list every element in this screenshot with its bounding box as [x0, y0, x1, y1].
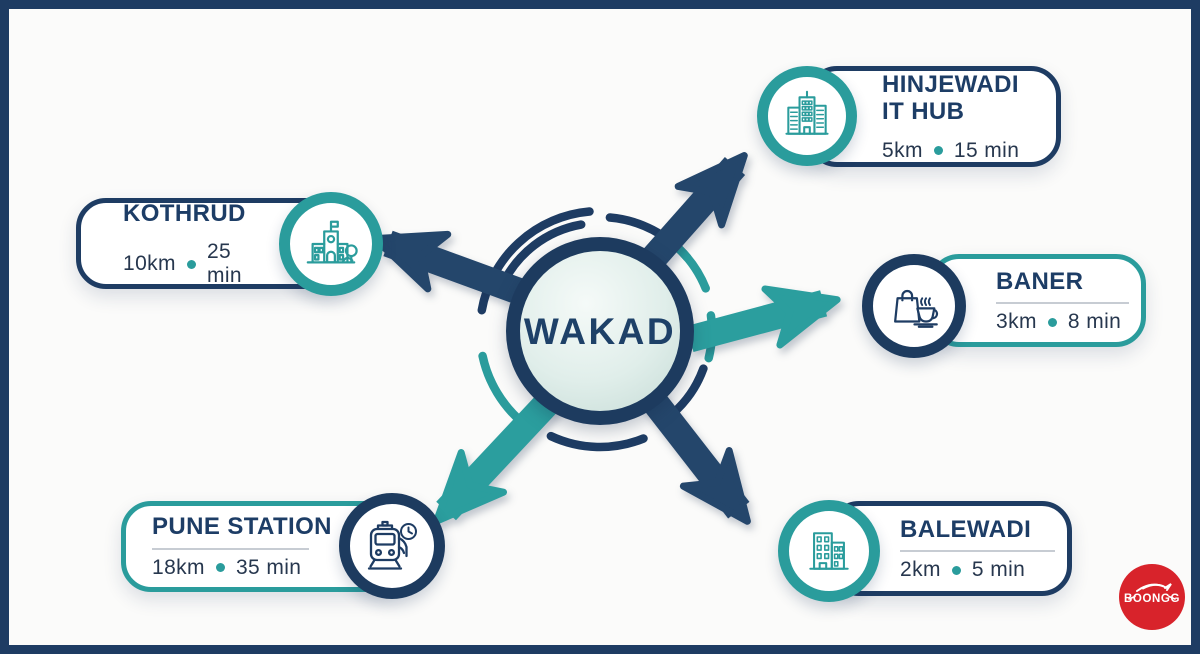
- hub-label: WAKAD: [524, 311, 676, 352]
- kothrud-icon-badge: [279, 192, 383, 296]
- card-kothrud: KOTHRUD 10km 25 min: [76, 192, 383, 296]
- distance-time: 2km 5 min: [900, 558, 1055, 582]
- school-building-icon: [306, 220, 358, 264]
- distance-value: 5km: [882, 138, 923, 162]
- card-baner: BANER 3km 8 min: [862, 254, 1146, 358]
- card-kothrud-content: KOTHRUD 10km 25 min: [81, 199, 344, 288]
- card-balewadi: BALEWADI 2km 5 min: [778, 500, 1072, 602]
- divider: [996, 302, 1129, 305]
- card-baner-content: BANER 3km 8 min: [934, 259, 1141, 342]
- arrow-to-baner: [686, 285, 841, 353]
- apartment-buildings-icon: [809, 532, 849, 570]
- distance-value: 3km: [996, 310, 1037, 334]
- distance-value: 10km: [123, 252, 176, 276]
- hub-and-arrows-graphic: WAKAD: [371, 152, 841, 525]
- time-value: 5 min: [971, 558, 1026, 582]
- location-name: HINJEWADI IT HUB: [882, 71, 1019, 125]
- hinjewadi-icon-badge: [757, 66, 857, 166]
- time-value: 35 min: [235, 555, 302, 579]
- divider: [152, 547, 309, 550]
- logo-text: BOONGG: [1124, 593, 1180, 605]
- location-name: BANER: [996, 267, 1084, 295]
- office-buildings-icon: [785, 90, 829, 135]
- shopping-bag-coffee-icon: [894, 289, 939, 328]
- distance-time: 5km 15 min: [882, 139, 1046, 163]
- center-hub: [506, 237, 694, 425]
- separator-dot-icon: [933, 146, 943, 156]
- distance-time: 18km 35 min: [152, 556, 309, 580]
- baner-icon-badge: [862, 254, 966, 358]
- divider: [900, 550, 1055, 553]
- arrow-to-balewadi: [639, 387, 751, 525]
- pune-station-icon-badge: [339, 493, 445, 599]
- distance-value: 2km: [900, 558, 941, 582]
- time-value: 25 min: [206, 240, 242, 288]
- distance-time: 10km 25 min: [123, 240, 266, 288]
- card-hinjewadi-content: HINJEWADI IT HUB 5km 15 min: [812, 71, 1056, 162]
- card-pune-station-content: PUNE STATION 18km 35 min: [126, 506, 399, 587]
- time-value: 15 min: [953, 138, 1020, 162]
- card-pune-station: PUNE STATION 18km 35 min: [121, 493, 445, 599]
- separator-dot-icon: [215, 563, 225, 573]
- location-name: PUNE STATION: [152, 513, 332, 541]
- train-clock-icon: [367, 520, 417, 570]
- balewadi-icon-badge: [778, 500, 880, 602]
- distance-value: 18km: [152, 555, 205, 579]
- arrow-to-hinjewadi: [639, 152, 748, 271]
- card-hinjewadi: HINJEWADI IT HUB 5km 15 min: [757, 66, 1061, 167]
- boongg-logo: BOONGG: [1119, 564, 1185, 630]
- card-balewadi-content: BALEWADI 2km 5 min: [834, 506, 1067, 591]
- separator-dot-icon: [951, 565, 961, 575]
- location-name: KOTHRUD: [123, 199, 246, 227]
- arrow-to-kothrud: [371, 230, 523, 304]
- arrow-to-pune-station: [433, 388, 562, 525]
- separator-dot-icon: [1047, 317, 1057, 327]
- location-name: BALEWADI: [900, 515, 1032, 543]
- time-value: 8 min: [1067, 310, 1122, 334]
- distance-time: 3km 8 min: [996, 310, 1129, 334]
- separator-dot-icon: [186, 259, 196, 269]
